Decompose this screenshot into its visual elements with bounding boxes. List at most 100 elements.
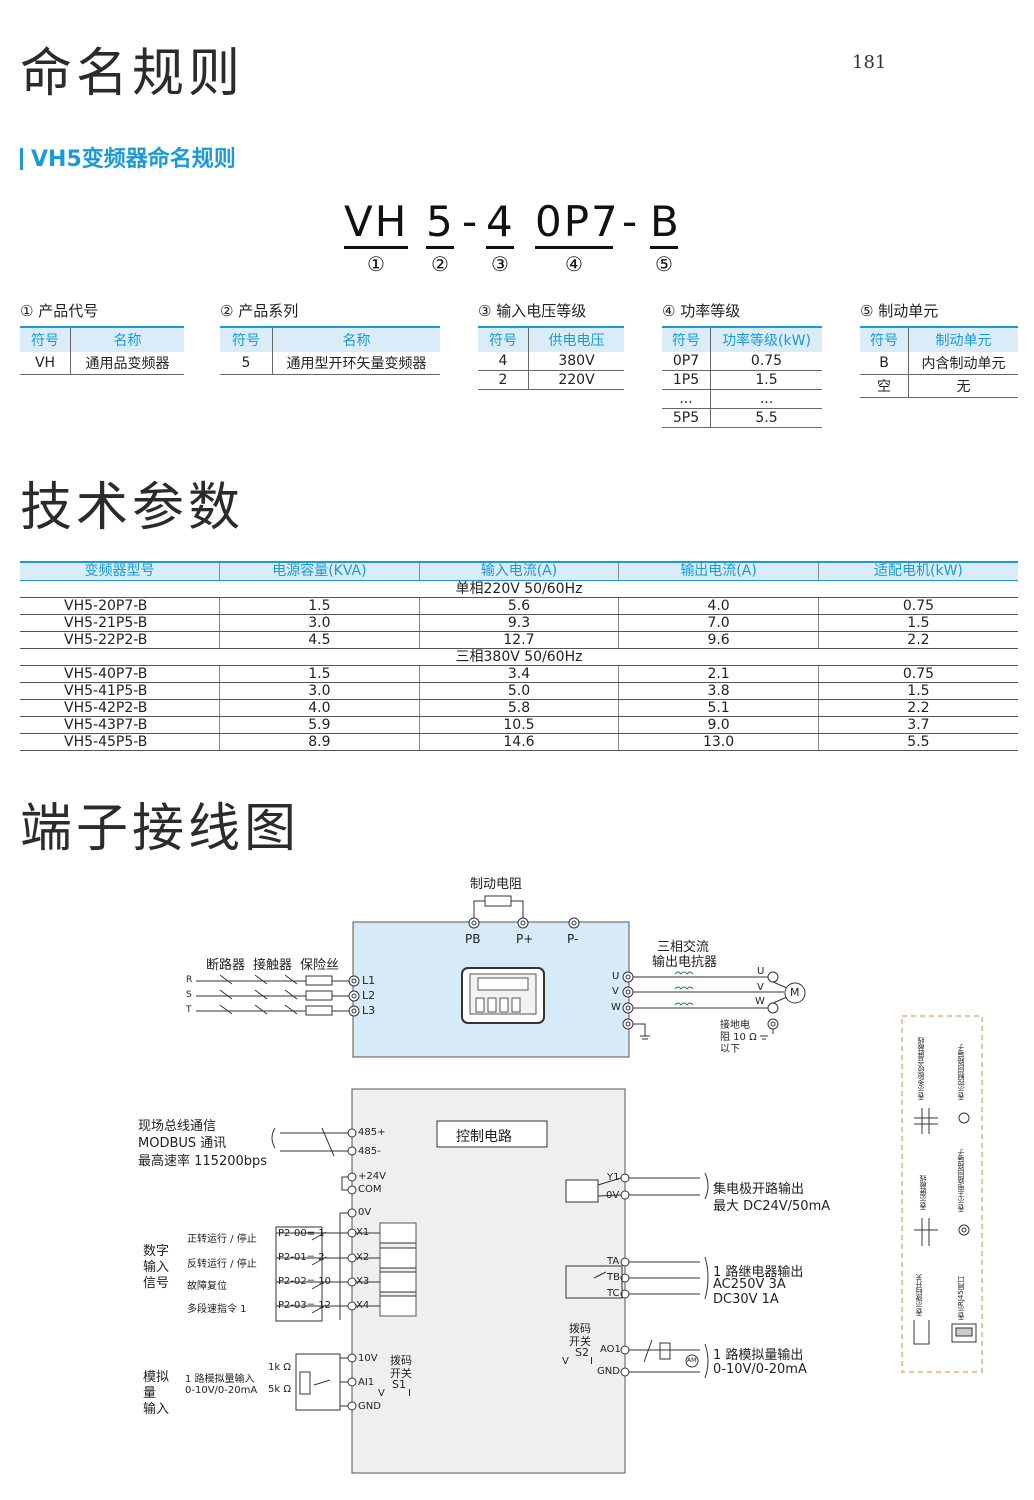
terminal-ao-gnd: GND xyxy=(597,1366,620,1377)
page-title-wiring: 端子接线图 xyxy=(20,799,301,859)
cell: VH5-22P2-B xyxy=(20,631,220,649)
header-cell: 名称 xyxy=(70,326,184,352)
cell: 1P5 xyxy=(662,370,711,390)
cell: 3.0 xyxy=(219,614,420,632)
terminal-x2: X2 xyxy=(356,1252,370,1263)
label-multi-speed: 多段速指令 1 xyxy=(187,1304,247,1315)
cell: 0P7 xyxy=(662,352,711,371)
naming-subtitle-text: VH5变频器命名规则 xyxy=(31,147,236,172)
cell: 4 xyxy=(478,352,529,371)
label-bus-2: MODBUS 通讯 xyxy=(138,1136,227,1151)
header-cell: 适配电机(kW) xyxy=(817,561,1018,581)
terminal-485m: 485- xyxy=(358,1146,381,1157)
cell: 5.8 xyxy=(418,699,619,717)
group-title-input-voltage: ③ 输入电压等级 xyxy=(478,302,587,320)
label-s: S xyxy=(186,990,192,1000)
cell: 4.0 xyxy=(219,699,420,717)
terminal-l1: L1 xyxy=(362,974,376,987)
terminal-gnd: GND xyxy=(358,1401,381,1412)
cell: 4.5 xyxy=(219,631,420,649)
legend-shielded-twisted: 表示多股绞合屏蔽线 xyxy=(917,1037,925,1100)
label-open-collector-2: 最大 DC24V/50mA xyxy=(713,1199,831,1214)
table-row: ...... xyxy=(662,389,822,409)
cell: 通用品变频器 xyxy=(70,352,184,375)
terminal-x1: X1 xyxy=(356,1227,370,1238)
label-dip-s1-2: 开关 xyxy=(390,1367,412,1380)
label-fault-reset: 故障复位 xyxy=(187,1281,227,1292)
cell: 0.75 xyxy=(710,352,822,371)
label-dip-s2-1: 拨码 xyxy=(569,1322,591,1335)
cell: VH5-42P2-B xyxy=(20,699,220,717)
cell: 1.5 xyxy=(710,370,822,390)
label-brake-resistor: 制动电阻 xyxy=(470,877,523,892)
param-p2-00: P2-00= 1 xyxy=(278,1228,325,1239)
terminal-10v: 10V xyxy=(358,1353,378,1364)
cell: 1.5 xyxy=(817,682,1018,700)
page-title-naming: 命名规则 xyxy=(20,44,245,104)
header-cell: 变频器型号 xyxy=(20,561,220,581)
cell: 0.75 xyxy=(817,597,1018,615)
cell: 3.7 xyxy=(817,716,1018,734)
cell: 380V xyxy=(528,352,624,371)
code-part-2: 5 xyxy=(426,198,454,249)
label-r: R xyxy=(186,975,193,985)
code-part-4: 0P7 xyxy=(535,198,618,249)
motor-label: M xyxy=(790,986,800,999)
header-cell: 符号 xyxy=(860,326,909,352)
cell: 2.2 xyxy=(817,699,1018,717)
motor-u: U xyxy=(757,966,765,977)
meter-am: AM xyxy=(687,1357,697,1364)
label-t: T xyxy=(186,1005,192,1015)
label-ground-2: 阻 10 Ω xyxy=(720,1032,757,1043)
label-analog-2: 量 xyxy=(143,1386,157,1401)
terminal-tc: TC xyxy=(607,1288,620,1299)
cell: 3.4 xyxy=(418,665,619,683)
accent-bar xyxy=(20,148,23,170)
cell: 通用型开环矢量变频器 xyxy=(272,352,440,375)
legend-control-terminal: 表示控制回路端子 xyxy=(957,1044,965,1100)
label-s2: S2 xyxy=(575,1346,589,1359)
terminal-u: U xyxy=(612,971,620,982)
label-analog-desc-1: 1 路模拟量输入 xyxy=(185,1374,255,1385)
header-cell: 符号 xyxy=(20,326,71,352)
code-number-4: ④ xyxy=(565,252,583,276)
naming-subtitle: VH5变频器命名规则 xyxy=(20,141,236,173)
terminal-0v: 0V xyxy=(358,1207,372,1218)
label-dip-s2-2: 开关 xyxy=(569,1335,591,1348)
cell: 3.8 xyxy=(618,682,819,700)
label-fuse: 保险丝 xyxy=(300,958,340,973)
label-bus-1: 现场总线通信 xyxy=(138,1119,217,1134)
cell: 空 xyxy=(860,374,909,398)
cell: VH5-21P5-B xyxy=(20,614,220,632)
terminal-24v: +24V xyxy=(358,1171,386,1182)
cell: ... xyxy=(662,389,711,409)
header-cell: 电源容量(KVA) xyxy=(219,561,420,581)
terminal-v: V xyxy=(612,986,619,997)
label-s1-i: I xyxy=(408,1388,411,1399)
page-title-tech-params: 技术参数 xyxy=(20,478,245,538)
header-cell: 输出电流(A) xyxy=(618,561,819,581)
cell: 4.0 xyxy=(618,597,819,615)
group-row: 单相220V 50/60Hz xyxy=(20,580,1018,598)
group-title-product-code: ① 产品代号 xyxy=(20,302,99,320)
legend-box xyxy=(901,1015,983,1373)
terminal-pb: PB xyxy=(465,932,481,946)
header-cell: 名称 xyxy=(272,326,440,352)
cell: ... xyxy=(710,389,822,409)
cell: 9.3 xyxy=(418,614,619,632)
cell: 9.0 xyxy=(618,716,819,734)
cell: 5.6 xyxy=(418,597,619,615)
terminal-ao1: AO1 xyxy=(600,1344,621,1355)
terminal-com: COM xyxy=(358,1184,382,1195)
label-relay-2: AC250V 3A xyxy=(713,1277,786,1292)
